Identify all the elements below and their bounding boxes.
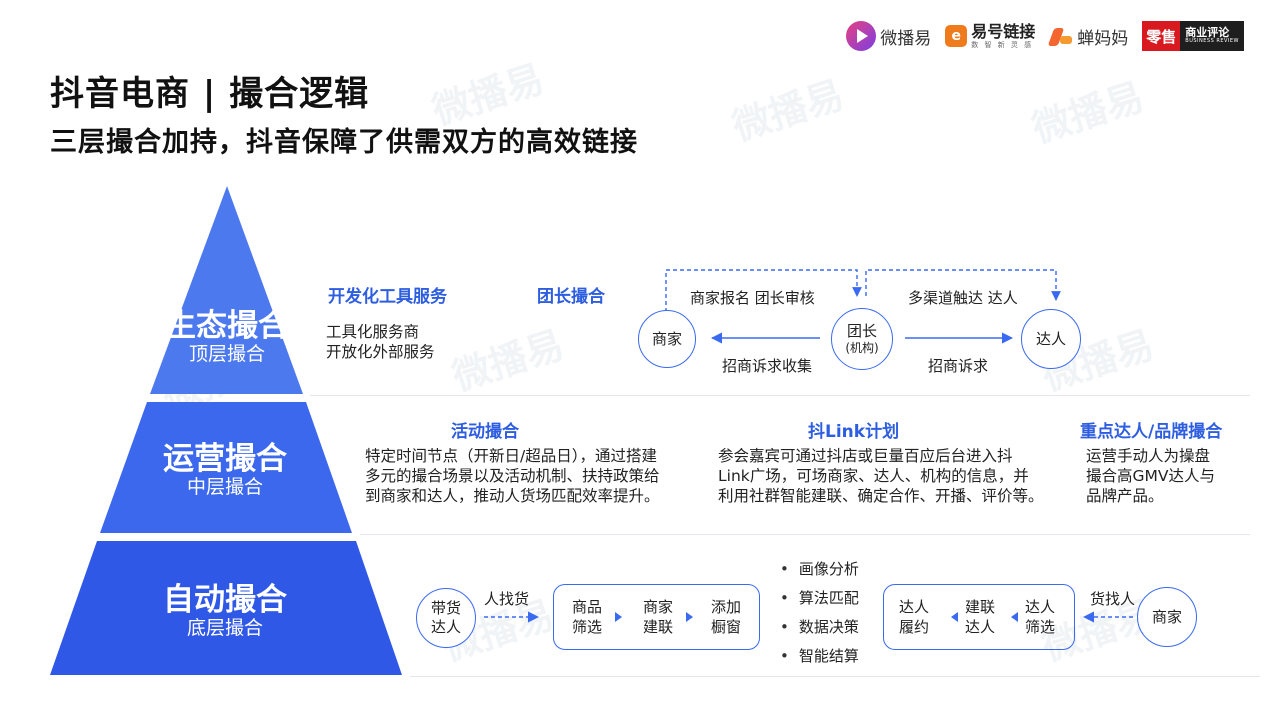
key-talent-line: 撮合高GMV达人与	[1086, 467, 1215, 485]
chanmama-icon	[1049, 24, 1073, 48]
feature-item: 画像分析	[780, 557, 859, 586]
page-subtitle: 三层撮合加持，抖音保障了供需双方的高效链接	[50, 127, 638, 158]
dou-link-line: Link广场，可场商家、达人、机构的信息，并	[718, 467, 1029, 485]
tool-service-line: 开放化外部服务	[326, 343, 435, 361]
flow-label: 招商诉求收集	[722, 357, 813, 375]
streamer-node-label: 达人	[430, 618, 461, 636]
step-label: 达人	[898, 598, 929, 616]
lingshou-logo-red: 零售	[1142, 21, 1181, 51]
step-label: 达人	[964, 617, 995, 636]
pyramid-tier-bottom	[50, 541, 402, 675]
key-talent-line: 运营手动人为操盘	[1086, 447, 1211, 465]
page-title: 抖音电商 | 撮合逻辑	[50, 74, 370, 114]
step-product-filter: 商品 筛选	[565, 598, 609, 637]
tool-service-heading: 开发化工具服务	[328, 287, 447, 307]
chanmama-logo: 蝉妈妈	[1049, 24, 1128, 49]
step-merchant-contact: 商家 建联	[636, 598, 680, 637]
yihao-logo-text: 易号链接	[971, 21, 1036, 41]
tier-top-title: 生态撮合 顶层撮合	[127, 309, 327, 366]
flow-label: 多渠道触达 达人	[908, 289, 1018, 307]
leader-node-sublabel: (机构)	[845, 340, 879, 355]
step-label: 达人	[1024, 598, 1055, 616]
step-arrow	[1011, 612, 1018, 622]
talent-node-label: 达人	[1035, 329, 1066, 348]
yihao-logo: e 易号链接 数 智 新 灵 感	[945, 21, 1036, 49]
step-label: 履约	[898, 617, 929, 636]
tier-middle-sub: 中层撮合	[186, 476, 263, 499]
step-label: 橱窗	[710, 617, 741, 636]
step-contact-talent: 建联 达人	[958, 598, 1002, 637]
step-add-showcase: 添加 橱窗	[704, 598, 748, 637]
bottom-merchant-node: 商家	[1137, 587, 1197, 647]
key-talent-line: 品牌产品。	[1086, 487, 1164, 505]
tier-bottom-title: 自动撮合 底层撮合	[125, 583, 325, 640]
feature-item: 智能结算	[780, 644, 859, 673]
step-label: 筛选	[1024, 617, 1055, 636]
step-label: 建联	[642, 617, 673, 636]
weiboyi-logo: 微播易	[846, 21, 931, 51]
step-arrow	[951, 612, 958, 622]
tier-divider	[410, 676, 1260, 677]
lingshou-logo-text: 商业评论	[1185, 26, 1230, 40]
merchant-node: 商家	[638, 310, 696, 368]
talent-node: 达人	[1021, 309, 1081, 369]
dashed-connector-left	[665, 269, 862, 312]
left-step-box	[553, 584, 760, 650]
dou-link-heading: 抖Link计划	[808, 422, 900, 442]
pyramid-tier-top	[150, 186, 303, 394]
flow-label: 商家报名 团长审核	[690, 289, 815, 307]
step-arrow	[615, 612, 622, 622]
feature-item: 数据决策	[780, 615, 859, 644]
tool-service-line: 工具化服务商	[326, 323, 420, 341]
dashed-connector-right	[865, 269, 1061, 301]
lingshou-logo: 零售 商业评论 BUSINESS REVIEW	[1142, 21, 1244, 51]
step-label: 商家	[642, 598, 673, 616]
chanmama-logo-text: 蝉妈妈	[1077, 28, 1129, 49]
step-talent-fulfill: 达人 履约	[892, 598, 936, 637]
right-step-box	[883, 584, 1075, 650]
auto-match-features: 画像分析 算法匹配 数据决策 智能结算	[780, 557, 859, 673]
step-label: 商品	[571, 598, 602, 616]
dou-link-line: 利用社群智能建联、确定合作、开播、评价等。	[718, 487, 1044, 505]
dou-link-line: 参会嘉宾可通过抖店或巨量百应后台进入抖	[718, 447, 1013, 465]
tier-top-main: 生态撮合	[165, 308, 289, 344]
lingshou-logo-en: BUSINESS REVIEW	[1185, 38, 1239, 45]
tier-bottom-main: 自动撮合	[163, 582, 287, 618]
leader-node: 团长 (机构)	[831, 308, 893, 370]
weiboyi-logo-text: 微播易	[880, 28, 932, 49]
people-find-goods-label: 人找货	[484, 590, 530, 608]
step-label: 建联	[964, 598, 995, 616]
step-talent-filter: 达人 筛选	[1018, 598, 1062, 637]
activity-match-line: 特定时间节点（开新日/超品日），通过搭建	[365, 447, 657, 465]
group-leader-heading: 团长撮合	[537, 287, 605, 307]
activity-match-line: 多元的撮合场景以及活动机制、扶持政策给	[365, 467, 660, 485]
flow-label: 招商诉求	[928, 357, 989, 375]
key-talent-heading: 重点达人/品牌撮合	[1080, 422, 1223, 442]
tier-middle-main: 运营撮合	[163, 441, 287, 477]
yihao-icon: e	[945, 25, 968, 47]
streamer-node-label: 带货	[430, 599, 461, 618]
feature-item: 算法匹配	[780, 586, 859, 615]
streamer-node: 带货 达人	[416, 588, 476, 648]
tier-divider	[360, 534, 1250, 535]
activity-match-line: 到商家和达人，推动人货场匹配效率提升。	[365, 487, 660, 505]
tier-divider	[310, 395, 1250, 396]
tier-bottom-sub: 底层撮合	[186, 617, 263, 640]
step-label: 筛选	[571, 617, 602, 636]
tier-top-sub: 顶层撮合	[188, 343, 265, 366]
partner-logos: 微播易 e 易号链接 数 智 新 灵 感 蝉妈妈 零售 商业评论 BUSINES…	[846, 14, 1244, 58]
bottom-merchant-label: 商家	[1151, 607, 1182, 626]
merchant-node-label: 商家	[651, 329, 682, 348]
play-icon	[846, 21, 877, 51]
leader-node-label: 团长	[846, 322, 877, 341]
tier-middle-title: 运营撮合 中层撮合	[125, 442, 325, 499]
step-arrow	[686, 612, 693, 622]
activity-match-heading: 活动撮合	[451, 422, 519, 442]
yihao-logo-subtext: 数 智 新 灵 感	[971, 40, 1034, 49]
step-label: 添加	[710, 598, 741, 616]
goods-find-people-label: 货找人	[1090, 590, 1136, 608]
pyramid-tier-middle	[100, 402, 352, 533]
